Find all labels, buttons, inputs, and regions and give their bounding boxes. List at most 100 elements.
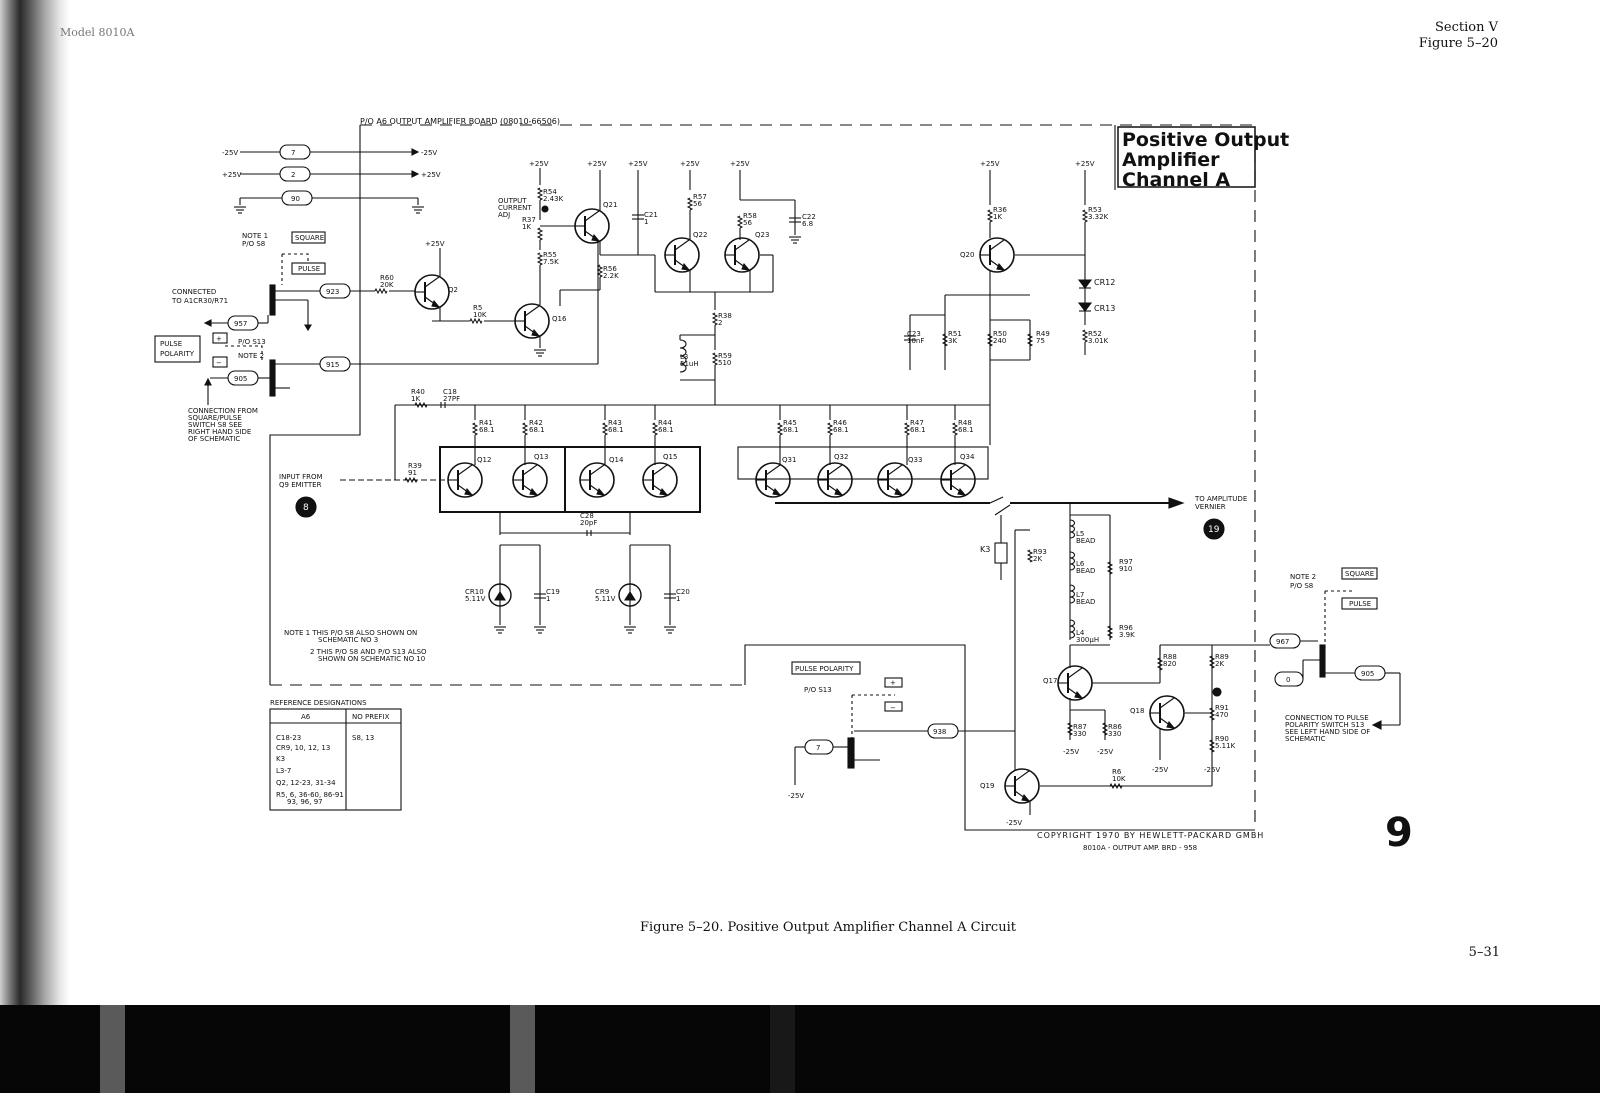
svg-text:-25V: -25V (421, 149, 437, 157)
svg-text:R97: R97 (1119, 558, 1133, 566)
svg-text:923: 923 (326, 288, 339, 296)
svg-text:3.9K: 3.9K (1119, 631, 1135, 639)
svg-text:NO PREFIX: NO PREFIX (352, 713, 390, 721)
svg-text:CR9, 10, 12, 13: CR9, 10, 12, 13 (276, 744, 330, 752)
svg-text:A6: A6 (301, 713, 311, 721)
svg-text:+25V: +25V (680, 160, 700, 168)
svg-text:-25V: -25V (1152, 766, 1168, 774)
svg-text:R55: R55 (543, 251, 557, 259)
title-line-3: Channel A (1122, 169, 1230, 191)
copyright: COPYRIGHT 1970 BY HEWLETT-PACKARD GMBH (1037, 831, 1264, 840)
svg-text:SQUARE/PULSE: SQUARE/PULSE (188, 414, 242, 422)
svg-text:Q12: Q12 (477, 456, 491, 464)
svg-text:Q34: Q34 (960, 453, 975, 461)
svg-text:Q9 EMITTER: Q9 EMITTER (279, 481, 322, 489)
svg-text:L5: L5 (1076, 530, 1084, 538)
svg-text:+25V: +25V (425, 240, 445, 248)
svg-text:+25V: +25V (421, 171, 441, 179)
svg-text:POLARITY SWITCH S13: POLARITY SWITCH S13 (1285, 721, 1364, 729)
binding-shadow (0, 0, 70, 1005)
svg-text:CR10: CR10 (465, 588, 484, 596)
svg-text:CONNECTION TO PULSE: CONNECTION TO PULSE (1285, 714, 1369, 722)
svg-text:Q2, 12-23, 31-34: Q2, 12-23, 31-34 (276, 779, 336, 787)
svg-text:BEAD: BEAD (1076, 598, 1095, 606)
svg-text:R38: R38 (718, 312, 732, 320)
svg-text:1K: 1K (522, 223, 531, 231)
svg-text:Q2: Q2 (448, 286, 458, 294)
svg-text:BEAD: BEAD (1076, 537, 1095, 545)
svg-text:1K: 1K (993, 213, 1002, 221)
svg-text:C19: C19 (546, 588, 560, 596)
header-figure: Figure 5–20 (1418, 36, 1498, 51)
svg-text:R40: R40 (411, 388, 425, 396)
svg-text:0: 0 (1286, 676, 1290, 684)
svg-text:967: 967 (1276, 638, 1289, 646)
svg-text:CONNECTED: CONNECTED (172, 288, 216, 296)
svg-text:51uH: 51uH (680, 360, 699, 368)
svg-text:R36: R36 (993, 206, 1007, 214)
figure-caption: Figure 5–20. Positive Output Amplifier C… (640, 920, 1016, 935)
svg-text:-25V: -25V (1204, 766, 1220, 774)
svg-text:240: 240 (993, 337, 1006, 345)
svg-text:-25V: -25V (1097, 748, 1113, 756)
svg-text:R58: R58 (743, 212, 757, 220)
svg-text:R59: R59 (718, 352, 732, 360)
svg-text:-25V: -25V (222, 149, 238, 157)
svg-text:-25V: -25V (1063, 748, 1079, 756)
svg-text:−: − (216, 359, 222, 367)
svg-text:3.32K: 3.32K (1088, 213, 1109, 221)
svg-text:-25V: -25V (788, 792, 804, 800)
svg-text:R52: R52 (1088, 330, 1102, 338)
svg-text:68.1: 68.1 (658, 426, 674, 434)
svg-text:510: 510 (718, 359, 731, 367)
svg-text:VERNIER: VERNIER (1195, 503, 1226, 511)
svg-text:+25V: +25V (529, 160, 549, 168)
svg-text:REFERENCE DESIGNATIONS: REFERENCE DESIGNATIONS (270, 699, 367, 707)
svg-text:R5, 6, 36-60, 86-91: R5, 6, 36-60, 86-91 (276, 791, 344, 799)
svg-text:10K: 10K (473, 311, 487, 319)
svg-text:2 THIS P/O S8 AND P/O S13 ALSO: 2 THIS P/O S8 AND P/O S13 ALSO (310, 648, 427, 656)
svg-text:P/O S8: P/O S8 (1290, 582, 1313, 590)
svg-text:L6: L6 (1076, 560, 1085, 568)
svg-text:POLARITY: POLARITY (160, 350, 195, 358)
svg-text:Q18: Q18 (1130, 707, 1144, 715)
svg-text:CR12: CR12 (1094, 278, 1115, 287)
svg-text:68.1: 68.1 (910, 426, 926, 434)
header-section: Section V (1435, 20, 1498, 35)
svg-text:10nF: 10nF (907, 337, 924, 345)
svg-text:2: 2 (291, 171, 295, 179)
svg-text:910: 910 (1119, 565, 1132, 573)
svg-text:R86: R86 (1108, 723, 1122, 731)
svg-text:68.1: 68.1 (608, 426, 624, 434)
svg-text:+25V: +25V (587, 160, 607, 168)
svg-text:TO A1CR30/R71: TO A1CR30/R71 (171, 297, 228, 305)
svg-text:1K: 1K (411, 395, 420, 403)
svg-text:OF SCHEMATIC: OF SCHEMATIC (188, 435, 240, 443)
svg-text:SHOWN ON SCHEMATIC NO 10: SHOWN ON SCHEMATIC NO 10 (318, 655, 425, 663)
svg-text:3.01K: 3.01K (1088, 337, 1109, 345)
svg-text:8: 8 (303, 503, 309, 513)
svg-text:R6: R6 (1112, 768, 1122, 776)
svg-text:R87: R87 (1073, 723, 1087, 731)
svg-text:6.8: 6.8 (802, 220, 813, 228)
svg-text:CONNECTION FROM: CONNECTION FROM (188, 407, 258, 415)
svg-text:PULSE: PULSE (1349, 600, 1371, 608)
svg-text:C20: C20 (676, 588, 690, 596)
svg-text:SWITCH S8 SEE: SWITCH S8 SEE (188, 421, 242, 429)
svg-text:K3: K3 (980, 545, 990, 554)
svg-text:Q22: Q22 (693, 231, 707, 239)
header-model: Model 8010A (60, 26, 135, 39)
svg-text:330: 330 (1073, 730, 1086, 738)
svg-text:68.1: 68.1 (958, 426, 974, 434)
title-line-1: Positive Output (1122, 129, 1289, 151)
svg-text:R90: R90 (1215, 735, 1229, 743)
svg-text:Q17: Q17 (1043, 677, 1057, 685)
svg-text:820: 820 (1163, 660, 1176, 668)
svg-text:7.5K: 7.5K (543, 258, 559, 266)
svg-text:R56: R56 (603, 265, 617, 273)
svg-text:68.1: 68.1 (783, 426, 799, 434)
svg-text:905: 905 (1361, 670, 1374, 678)
svg-text:NOTE 2: NOTE 2 (238, 352, 264, 360)
svg-text:CURRENT: CURRENT (498, 204, 532, 212)
svg-text:R42: R42 (529, 419, 543, 427)
